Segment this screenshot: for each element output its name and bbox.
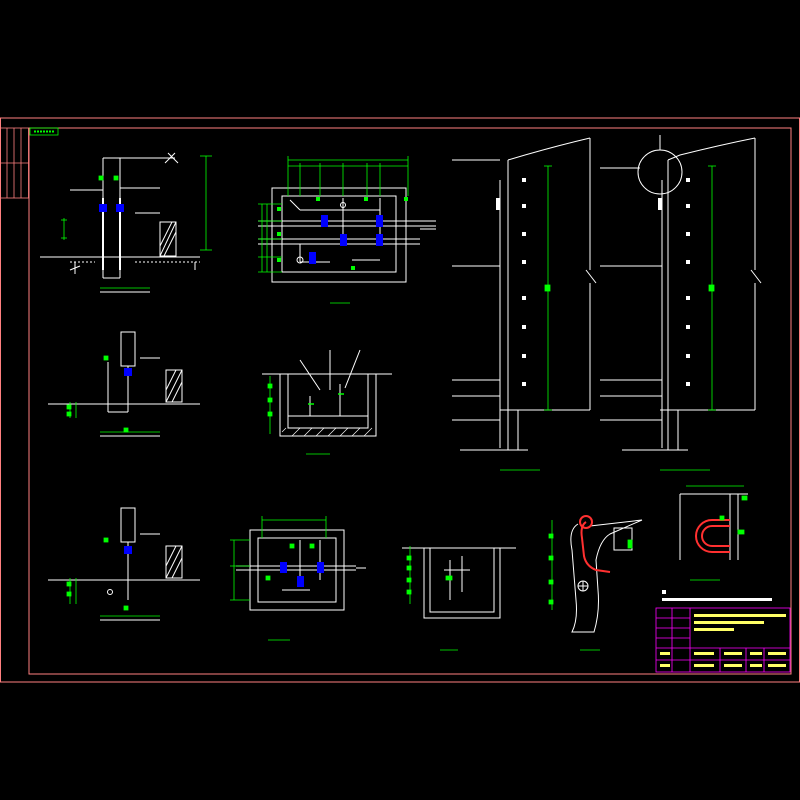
- view-valve-pit-plan-2: [236, 529, 366, 611]
- view-valve-elevation-1-dims: [61, 155, 212, 289]
- view-bend-detail-dims: [548, 520, 633, 651]
- view-valve-pit-section-1: [262, 349, 392, 437]
- view-valve-pit-plan-1-dims: [258, 156, 409, 304]
- view-valve-pit-plan-1: [258, 187, 436, 283]
- notes-marks: [662, 590, 772, 601]
- view-valve-elevation-2-dims: [66, 355, 160, 433]
- view-valve-elevation-1: [40, 152, 200, 293]
- view-valve-elevation-3: [48, 507, 200, 621]
- view-pipe-wall-section-2-highlights: [658, 178, 690, 386]
- sheet-tag: [29, 127, 59, 136]
- title-block-text-marks: [660, 614, 786, 667]
- title-block: [655, 607, 791, 673]
- view-valve-elevation-3-valves: [124, 546, 132, 554]
- view-valve-elevation-3-dims: [66, 537, 160, 617]
- view-pipe-wall-section-2-dims: [660, 165, 716, 471]
- binding-strip: [0, 127, 29, 199]
- view-valve-pit-plan-2-valves: [280, 562, 324, 587]
- view-valve-pit-plan-2-dims: [230, 516, 327, 641]
- view-clamp-detail: [679, 493, 748, 560]
- inner-frame: [28, 127, 792, 675]
- view-pipe-wall-section-2: [600, 135, 762, 451]
- view-valve-elevation-2-valves: [124, 368, 132, 376]
- view-valve-pit-plan-1-markers: [277, 197, 408, 270]
- view-valve-pit-section-1-hatch: [281, 427, 373, 437]
- view-valve-elevation-1-valves: [99, 204, 124, 212]
- view-bend-detail-pipe: [579, 515, 611, 573]
- view-valve-pit-section-1-dims: [267, 376, 330, 455]
- view-valve-pit-section-2: [402, 547, 516, 619]
- view-valve-pit-plan-1-valves: [309, 215, 383, 264]
- view-valve-elevation-2: [48, 331, 200, 437]
- view-valve-pit-section-2-dims: [406, 546, 458, 651]
- view-pipe-wall-section-1: [452, 137, 597, 451]
- view-pipe-wall-section-1-dims: [500, 165, 552, 471]
- view-pipe-wall-section-1-highlights: [496, 178, 526, 386]
- view-valve-pit-section-1-pipes: [308, 393, 344, 405]
- view-clamp-detail-dims: [686, 485, 748, 581]
- view-clamp-detail-pipe: [695, 519, 730, 553]
- view-bend-detail: [570, 519, 643, 633]
